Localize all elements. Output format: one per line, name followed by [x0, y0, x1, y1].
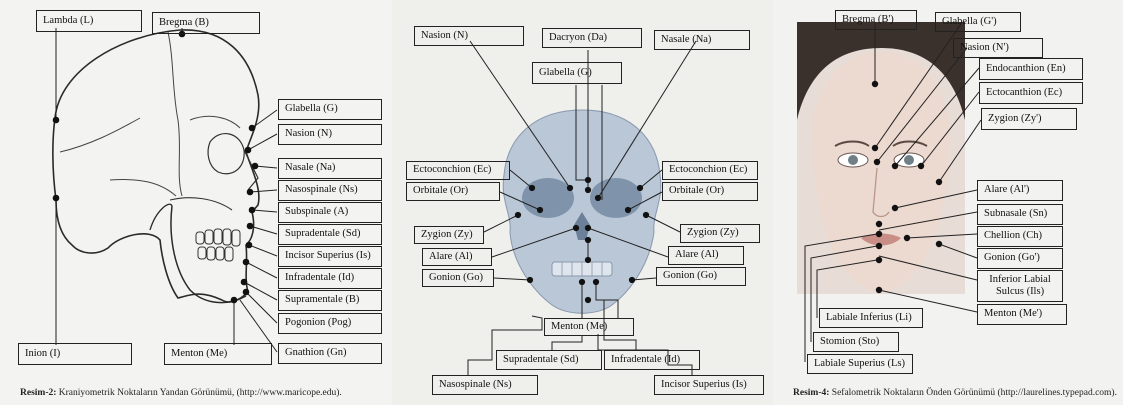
- label-zygion-left: Zygion (Zy): [414, 226, 484, 244]
- label-gonion-face: Gonion (Go'): [977, 248, 1063, 269]
- label-supradentale-front: Supradentale (Sd): [496, 350, 602, 370]
- label-infradentale: Infradentale (Id): [278, 268, 382, 289]
- label-nasion: Nasion (N): [278, 124, 382, 145]
- label-alare-face: Alare (Al'): [977, 180, 1063, 201]
- label-orbitale-right: Orbitale (Or): [662, 182, 758, 201]
- label-menton-face: Menton (Me'): [977, 304, 1067, 325]
- label-gonion-right: Gonion (Go): [656, 267, 746, 286]
- label-glabella-front: Glabella (G): [532, 62, 622, 84]
- label-alare-right: Alare (Al): [668, 246, 744, 265]
- label-zygion-right: Zygion (Zy): [680, 224, 760, 243]
- label-nasale: Nasale (Na): [278, 158, 382, 179]
- caption-panel1: Resim-2: Kraniyometrik Noktaların Yandan…: [20, 388, 342, 398]
- label-bregma-face: Bregma (B'): [835, 10, 917, 30]
- label-dacryon: Dacryon (Da): [542, 28, 642, 48]
- label-orbitale-left: Orbitale (Or): [406, 182, 500, 201]
- caption-panel3-text: Sefalometrik Noktaların Önden Görünümü (…: [829, 388, 1117, 398]
- label-supramentale: Supramentale (B): [278, 290, 382, 311]
- label-nasion-front: Nasion (N): [414, 26, 524, 46]
- label-nasospinale: Nasospinale (Ns): [278, 180, 382, 201]
- label-inferior-labial-sulcus: Inferior Labial Sulcus (Ils): [977, 270, 1063, 302]
- label-stomion: Stomion (Sto): [813, 332, 899, 352]
- frontal-skull-panel: Nasion (N) Dacryon (Da) Nasale (Na) Glab…: [392, 0, 773, 405]
- label-lambda: Lambda (L): [36, 10, 142, 32]
- label-nasospinale-front: Nasospinale (Ns): [432, 375, 538, 395]
- label-pogonion: Pogonion (Pog): [278, 313, 382, 334]
- label-ectoconchion-right: Ectoconchion (Ec): [662, 161, 758, 180]
- label-glabella: Glabella (G): [278, 99, 382, 120]
- label-nasale-front: Nasale (Na): [654, 30, 750, 50]
- label-subspinale: Subspinale (A): [278, 202, 382, 223]
- label-zygion-face: Zygion (Zy'): [981, 108, 1077, 130]
- caption-panel1-bold: Resim-2:: [20, 388, 56, 398]
- label-inion: Inion (I): [18, 343, 132, 365]
- label-incisor-superius-front: Incisor Superius (Is): [654, 375, 764, 395]
- label-ectoconchion-left: Ectoconchion (Ec): [406, 161, 510, 180]
- label-bregma: Bregma (B): [152, 12, 260, 34]
- label-menton-front: Menton (Me): [544, 318, 634, 336]
- label-labiale-superius: Labiale Superius (Ls): [807, 354, 913, 374]
- label-endocanthion: Endocanthion (En): [979, 58, 1083, 80]
- label-labiale-inferius: Labiale Inferius (Li): [819, 308, 923, 328]
- label-gonion-left: Gonion (Go): [422, 269, 494, 287]
- label-infradentale-front: Infradentale (Id): [604, 350, 700, 370]
- label-incisor-superius: Incisor Superius (Is): [278, 246, 382, 267]
- frontal-face-panel: Bregma (B') Glabella (G') Nasion (N') En…: [773, 0, 1123, 405]
- label-alare-left: Alare (Al): [422, 248, 492, 266]
- lateral-skull-panel: Lambda (L) Bregma (B) Glabella (G) Nasio…: [0, 0, 392, 405]
- caption-panel1-text: Kraniyometrik Noktaların Yandan Görünümü…: [56, 388, 341, 398]
- label-nasion-face: Nasion (N'): [953, 38, 1043, 58]
- label-menton: Menton (Me): [164, 343, 272, 365]
- caption-panel3: Resim-4: Sefalometrik Noktaların Önden G…: [793, 388, 1117, 398]
- label-supradentale: Supradentale (Sd): [278, 224, 382, 245]
- label-subnasale: Subnasale (Sn): [977, 204, 1063, 225]
- label-glabella-face: Glabella (G'): [935, 12, 1021, 32]
- frontal-skull-drawing: [392, 0, 773, 405]
- label-ectocanthion: Ectocanthion (Ec): [979, 82, 1083, 104]
- label-chellion: Chellion (Ch): [977, 226, 1063, 247]
- label-gnathion: Gnathion (Gn): [278, 343, 382, 364]
- caption-panel3-bold: Resim-4:: [793, 388, 829, 398]
